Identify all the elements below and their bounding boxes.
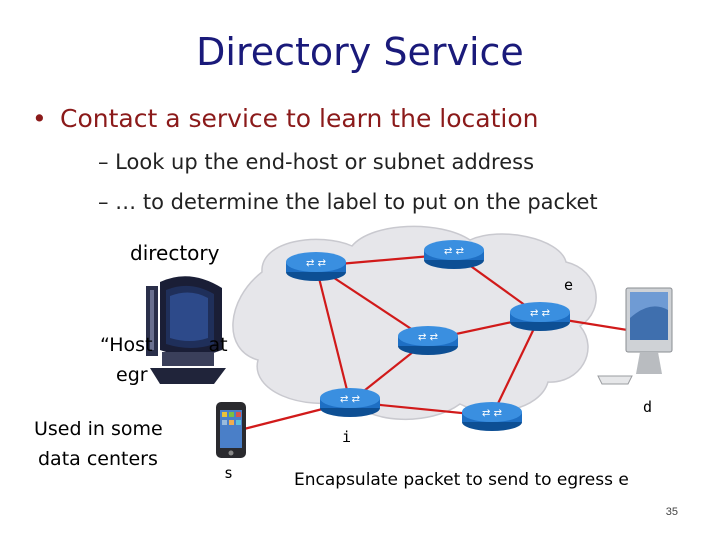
router-r2: ⇄ ⇄ — [424, 240, 484, 269]
link-e-r5 — [491, 315, 541, 417]
used-in-line2: data centers — [38, 448, 158, 470]
slide-title: Directory Service — [196, 30, 524, 74]
encapsulate-caption: Encapsulate packet to send to egress e — [294, 470, 629, 490]
svg-text:⇄ ⇄: ⇄ ⇄ — [444, 246, 464, 257]
directory-server-icon — [146, 276, 226, 384]
node-label-s: s — [224, 464, 234, 482]
smartphone-icon — [216, 402, 246, 458]
svg-text:⇄ ⇄: ⇄ ⇄ — [530, 308, 550, 319]
main-bullet: • Contact a service to learn the location — [32, 104, 538, 133]
sub-bullet-2: – … to determine the label to put on the… — [98, 190, 598, 214]
svg-text:⇄ ⇄: ⇄ ⇄ — [340, 394, 360, 405]
router-r3: ⇄ ⇄ — [398, 326, 458, 355]
host-quote-line2: egr — [116, 364, 148, 386]
svg-text:⇄ ⇄: ⇄ ⇄ — [306, 258, 326, 269]
used-in-line1: Used in some — [34, 418, 163, 440]
router-i: ⇄ ⇄ — [320, 388, 380, 417]
sub-bullet-1: – Look up the end-host or subnet address — [98, 150, 535, 174]
bullet-dot: • — [32, 104, 47, 133]
desktop-computer-icon — [597, 287, 673, 385]
router-r5: ⇄ ⇄ — [462, 402, 522, 431]
host-quote-word: “Host — [100, 334, 153, 356]
svg-text:⇄ ⇄: ⇄ ⇄ — [482, 408, 502, 419]
node-label-i: i — [342, 428, 352, 446]
node-label-d: d — [643, 398, 653, 416]
main-bullet-text: Contact a service to learn the location — [60, 104, 539, 133]
host-quote-line1: “Host at — [100, 334, 228, 356]
node-label-e: e — [564, 276, 574, 294]
host-quote-at: at — [208, 334, 228, 356]
router-e: ⇄ ⇄ — [510, 302, 570, 331]
page-number: 35 — [665, 506, 678, 518]
link-r1-i — [314, 265, 352, 403]
directory-label: directory — [130, 241, 220, 265]
router-r1: ⇄ ⇄ — [286, 252, 346, 281]
svg-text:⇄ ⇄: ⇄ ⇄ — [418, 332, 438, 343]
